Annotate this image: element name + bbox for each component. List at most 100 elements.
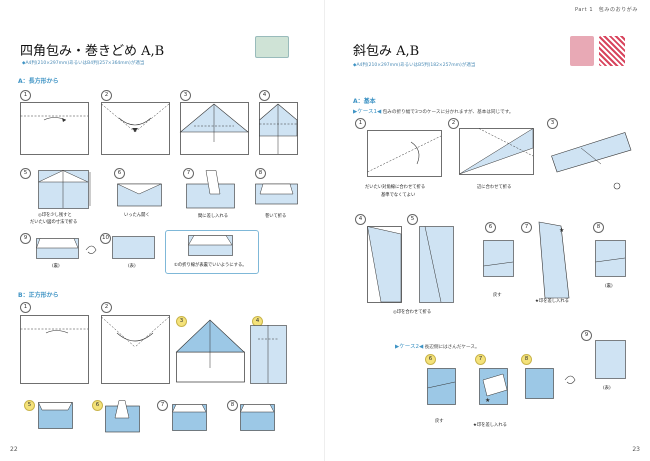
svg-text:★: ★ xyxy=(559,227,564,234)
case2-text: 長辺側にはさんだケース。 xyxy=(424,345,480,350)
step-diagram xyxy=(459,128,534,175)
step-diagram xyxy=(250,325,287,384)
step-diagram xyxy=(38,170,91,209)
step-number: 8 xyxy=(255,168,266,179)
step-number: 10 xyxy=(100,233,111,244)
note-box: ①の折り線が表裏でいいようにする。 xyxy=(165,230,259,274)
step-diagram xyxy=(525,368,576,399)
step-diagram xyxy=(255,183,298,205)
step-number: 8 xyxy=(593,222,604,233)
step-diagram xyxy=(367,130,442,177)
svg-text:★: ★ xyxy=(485,397,490,404)
step-diagram xyxy=(101,102,170,155)
step-number: 8 xyxy=(521,354,532,365)
caption: 戻す xyxy=(435,419,444,424)
step-diagram xyxy=(367,226,402,303)
right-page: Part 1 包みのおりがみ 斜包み A,B ◆A4判(210×297mm)ある… xyxy=(325,0,650,461)
caption: ★印を差し入れる xyxy=(473,423,507,428)
caption: (表) xyxy=(603,386,611,391)
step-diagram xyxy=(38,402,73,429)
caption: ◎印を合わせて折る xyxy=(393,310,432,315)
step-number: 5 xyxy=(24,400,35,411)
paper-note-text: A4判(210×297mm)あるいはB4判(257×364mm)が適当 xyxy=(25,61,145,66)
step-diagram xyxy=(240,404,275,431)
note-text: ①の折り線が表裏でいいようにする。 xyxy=(174,263,247,268)
step-diagram xyxy=(36,238,97,259)
step-number: 1 xyxy=(20,90,31,101)
step-number: 3 xyxy=(180,90,191,101)
step-diagram xyxy=(595,240,626,277)
running-header: Part 1 包みのおりがみ xyxy=(574,7,638,13)
diamond-icon: ◆ xyxy=(353,63,357,68)
paper-note: ◆A4判(210×297mm)あるいはB5判(182×257mm)が適当 xyxy=(353,62,475,68)
step-number: 6 xyxy=(485,222,496,233)
step-diagram xyxy=(105,400,140,433)
step-number: 7 xyxy=(475,354,486,365)
step-number: 4 xyxy=(259,90,270,101)
step-diagram xyxy=(175,319,245,383)
step-diagram xyxy=(20,315,89,384)
step-diagram: ★ xyxy=(479,368,508,405)
case2-label: ▶ケース2◀ xyxy=(395,344,424,350)
section-b-heading: B：正方形から xyxy=(18,292,59,299)
step-diagram xyxy=(427,368,456,405)
thumbnail-striped xyxy=(599,36,625,66)
step-diagram xyxy=(101,315,170,384)
step-number: 5 xyxy=(20,168,31,179)
step-number: 7 xyxy=(157,400,168,411)
case2-line: ▶ケース2◀ 長辺側にはさんだケース。 xyxy=(395,342,480,350)
page-gutter xyxy=(324,0,325,461)
page-number: 22 xyxy=(10,446,18,453)
thumbnail-envelope xyxy=(255,36,289,58)
step-diagram xyxy=(179,102,249,155)
caption: 間に差し入れる xyxy=(198,214,229,219)
step-diagram xyxy=(112,236,155,259)
step-number: 3 xyxy=(176,316,187,327)
step-number: 2 xyxy=(101,302,112,313)
caption: (裏) xyxy=(52,264,60,269)
section-a-heading: A：長方形から xyxy=(18,78,59,85)
step-number: 2 xyxy=(101,90,112,101)
step-number: 9 xyxy=(581,330,592,341)
case1-text: 包みの折り幅で3つのケースに分かれますが、基本は同じです。 xyxy=(382,110,514,115)
step-diagram xyxy=(20,102,89,155)
caption: だいたい対角線に合わせて折る xyxy=(365,185,426,190)
step-diagram xyxy=(483,240,514,277)
caption: 基準でなくてよい xyxy=(381,193,416,198)
step-diagram xyxy=(172,404,207,431)
section-a-heading: A：基本 xyxy=(353,98,376,105)
caption: 戻す xyxy=(493,293,502,298)
step-number: 8 xyxy=(227,400,238,411)
caption: 巻いて折る xyxy=(265,214,287,219)
caption: (裏) xyxy=(605,284,613,289)
step-diagram xyxy=(186,170,235,209)
left-page: 四角包み・巻きどめ A,B ◆A4判(210×297mm)あるいはB4判(257… xyxy=(10,36,298,453)
caption: (表) xyxy=(128,264,136,269)
step-number: 6 xyxy=(425,354,436,365)
step-number: 3 xyxy=(547,118,558,129)
case1-label: ▶ケース1◀ xyxy=(353,109,382,115)
step-number: 4 xyxy=(355,214,366,225)
step-number: 6 xyxy=(114,168,125,179)
step-number: 5 xyxy=(407,214,418,225)
page-number: 23 xyxy=(632,446,640,453)
step-diagram xyxy=(551,132,632,190)
thumbnail-pink xyxy=(570,36,594,66)
step-diagram xyxy=(259,102,298,155)
step-number: 9 xyxy=(20,233,31,244)
note-diagram xyxy=(188,235,233,256)
step-number: 2 xyxy=(448,118,459,129)
page-title: 四角包み・巻きどめ A,B xyxy=(20,44,165,59)
diamond-icon: ◆ xyxy=(22,61,26,66)
step-diagram xyxy=(117,183,162,207)
step-diagram xyxy=(595,340,626,379)
step-number: 7 xyxy=(183,168,194,179)
page-title: 斜包み A,B xyxy=(353,44,420,59)
caption: いったん開く xyxy=(124,213,150,218)
step-diagram: ★ xyxy=(538,221,570,299)
caption: ◎印を少し残すと xyxy=(38,213,72,218)
caption: ★印を差し入れる xyxy=(535,299,569,304)
paper-note-text: A4判(210×297mm)あるいはB5判(182×257mm)が適当 xyxy=(356,63,476,68)
case1-line: ▶ケース1◀ 包みの折り幅で3つのケースに分かれますが、基本は同じです。 xyxy=(353,107,513,115)
step-number: 6 xyxy=(92,400,103,411)
